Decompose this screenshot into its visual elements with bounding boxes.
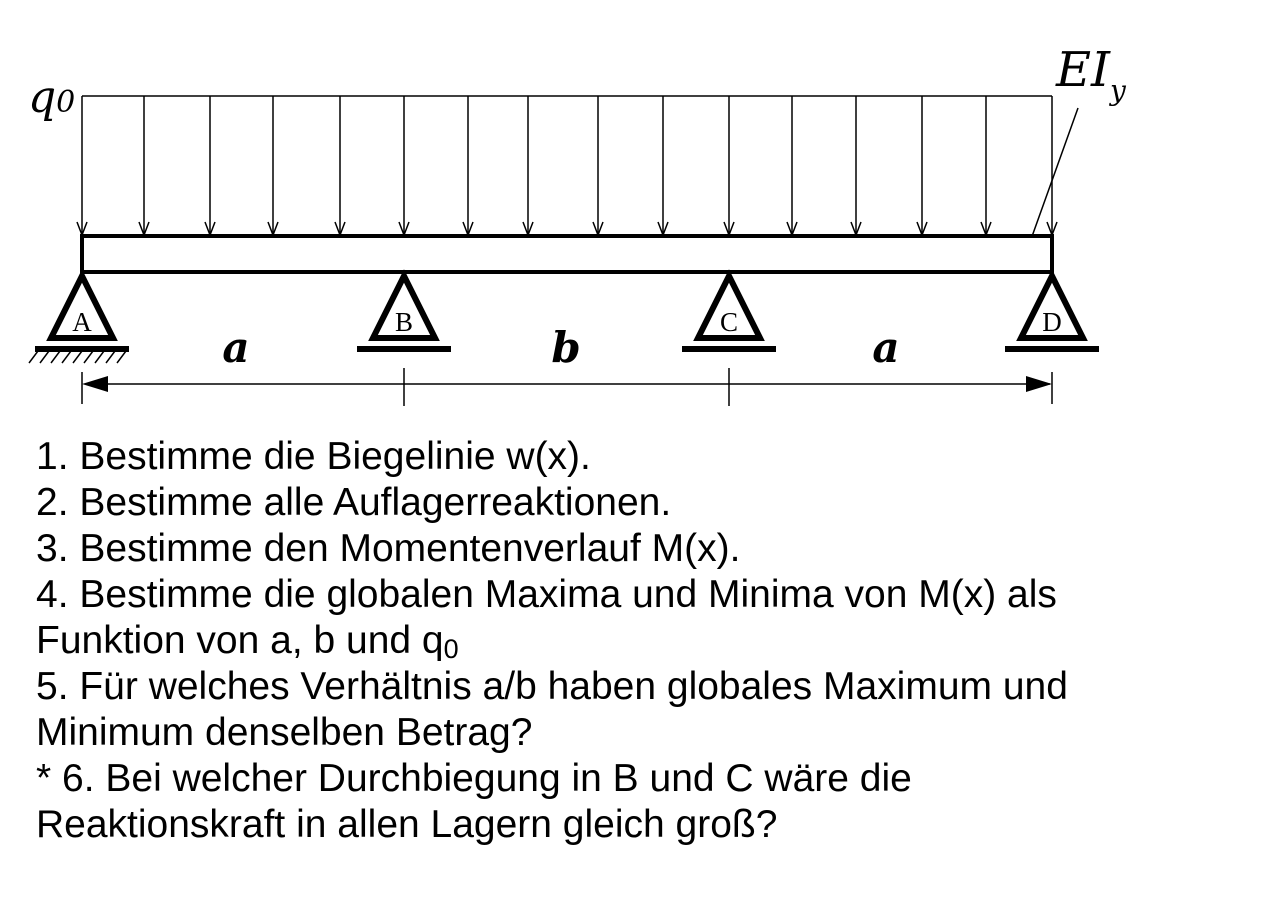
load-arrow (334, 96, 346, 238)
load-arrow (657, 96, 669, 238)
load-arrow (1046, 96, 1058, 238)
stiffness-label: EIy (1055, 42, 1127, 107)
dimension-arrow-right (1026, 376, 1052, 392)
hatch-line (116, 350, 127, 364)
load-arrow (850, 96, 862, 238)
hatch-line (72, 350, 83, 364)
hatch-line (61, 350, 72, 364)
task-text: Reaktionskraft in allen Lagern gleich gr… (36, 803, 778, 846)
load-arrow (462, 96, 474, 238)
span-label-2: b (551, 323, 580, 372)
load-arrow (916, 96, 928, 238)
support-label-b: B (395, 307, 413, 337)
load-arrow (76, 96, 88, 238)
span-label-1: a (222, 323, 249, 372)
task-line: * 6. Bei welcher Durchbiegung in B und C… (36, 756, 1266, 802)
task-line: Funktion von a, b und q0 (36, 618, 1266, 664)
load-arrow (138, 96, 150, 238)
stiffness-leader-line (1024, 107, 1079, 257)
beam (80, 234, 1054, 274)
support-label-d: D (1042, 307, 1062, 337)
supports: A B C D (28, 269, 1099, 364)
task-text: * 6. Bei welcher Durchbiegung in B und C… (36, 757, 912, 800)
task-text: Funktion von a, b und q (36, 619, 444, 662)
task-line: Reaktionskraft in allen Lagern gleich gr… (36, 802, 1266, 848)
load-arrow (723, 96, 735, 238)
load-arrow (522, 96, 534, 238)
task-line: 1. Bestimme die Biegelinie w(x). (36, 434, 1266, 480)
task-text: Minimum denselben Betrag? (36, 711, 533, 754)
task-text: 2. Bestimme alle Auflagerreaktionen. (36, 481, 672, 524)
hatch-line (50, 350, 61, 364)
load-arrow (980, 96, 992, 238)
task-line: 5. Für welches Verhältnis a/b haben glob… (36, 664, 1266, 710)
task-line: 4. Bestimme die globalen Maxima und Mini… (36, 572, 1266, 618)
load-label: q0 (28, 72, 75, 123)
task-line: 3. Bestimme den Momentenverlauf M(x). (36, 526, 1266, 572)
task-subscript: 0 (443, 634, 459, 664)
task-line: 2. Bestimme alle Auflagerreaktionen. (36, 480, 1266, 526)
task-text: 1. Bestimme die Biegelinie w(x). (36, 435, 591, 478)
task-text: 5. Für welches Verhältnis a/b haben glob… (36, 665, 1068, 708)
load-arrow (786, 96, 798, 238)
support-a: A (28, 269, 129, 364)
task-list: 1. Bestimme die Biegelinie w(x).2. Besti… (36, 434, 1266, 848)
beam-diagram: q0 EIy A B C D a b a (28, 42, 1127, 406)
task-text: 4. Bestimme die globalen Maxima und Mini… (36, 573, 1057, 616)
task-line: Minimum denselben Betrag? (36, 710, 1266, 756)
support-c: C (682, 269, 776, 352)
load-arrow (267, 96, 279, 238)
span-label-3: a (872, 323, 899, 372)
hatch-line (28, 350, 39, 364)
dimension-arrow-left (82, 376, 108, 392)
hatch-line (94, 350, 105, 364)
hatch-line (83, 350, 94, 364)
hatch-line (39, 350, 50, 364)
load-arrow (398, 96, 410, 238)
support-label-a: A (72, 307, 92, 337)
load-arrow (204, 96, 216, 238)
task-text: 3. Bestimme den Momentenverlauf M(x). (36, 527, 741, 570)
support-b: B (357, 269, 451, 352)
support-label-c: C (720, 307, 738, 337)
distributed-load-arrows (76, 96, 1058, 238)
hatch-line (105, 350, 116, 364)
load-arrow (592, 96, 604, 238)
support-d: D (1005, 269, 1099, 352)
